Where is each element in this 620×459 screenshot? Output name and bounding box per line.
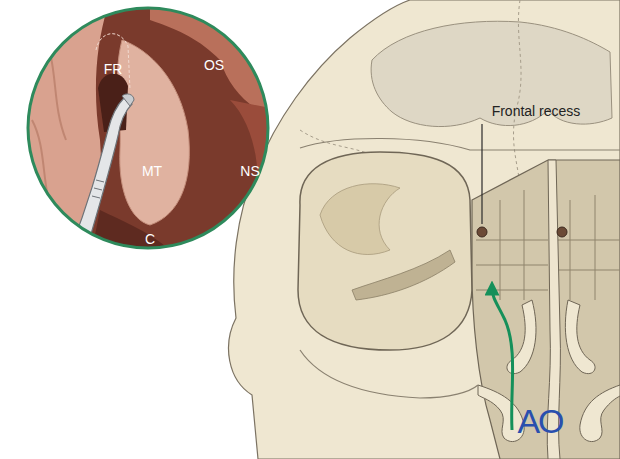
orbit-fissure [352, 250, 455, 300]
structure-label: OS [204, 58, 224, 73]
logo-watermark: AO [517, 403, 562, 440]
inset-ground [20, 0, 280, 260]
curette-shaft [70, 98, 132, 258]
frontal-bone-edge [300, 138, 620, 150]
inset-border [28, 8, 268, 248]
frontal-sinus [371, 21, 612, 126]
middle-turbinate [117, 40, 189, 225]
turbinate-right [565, 300, 595, 374]
ethmoid-cells [476, 190, 620, 300]
anatomy-label: Frontal recess [492, 104, 581, 119]
curette-grip [92, 180, 104, 198]
inferior-turbinate [478, 385, 524, 442]
cranium-shape [229, 0, 620, 459]
structure-label: C [145, 232, 155, 247]
endoscopic-view [20, 0, 280, 260]
structure-label: MT [142, 164, 162, 179]
maxilla-edge [300, 350, 478, 398]
frontal-recess-opening [477, 227, 487, 237]
drainage-arrow [492, 288, 513, 430]
turbinate-right [580, 385, 620, 442]
leader-line [481, 124, 482, 224]
structure-label: FR [104, 62, 123, 77]
suture-line [514, 0, 522, 200]
skull-drawing [229, 0, 620, 459]
cavity-dark [90, 210, 170, 260]
nasal-cavity [472, 160, 620, 459]
frontal-recess-opening [557, 227, 567, 237]
lateral-wall [20, 0, 110, 260]
orbit [298, 152, 472, 350]
curette-tip [122, 94, 134, 106]
orbit-shadow [320, 184, 400, 255]
structure-label: NS [240, 164, 259, 179]
